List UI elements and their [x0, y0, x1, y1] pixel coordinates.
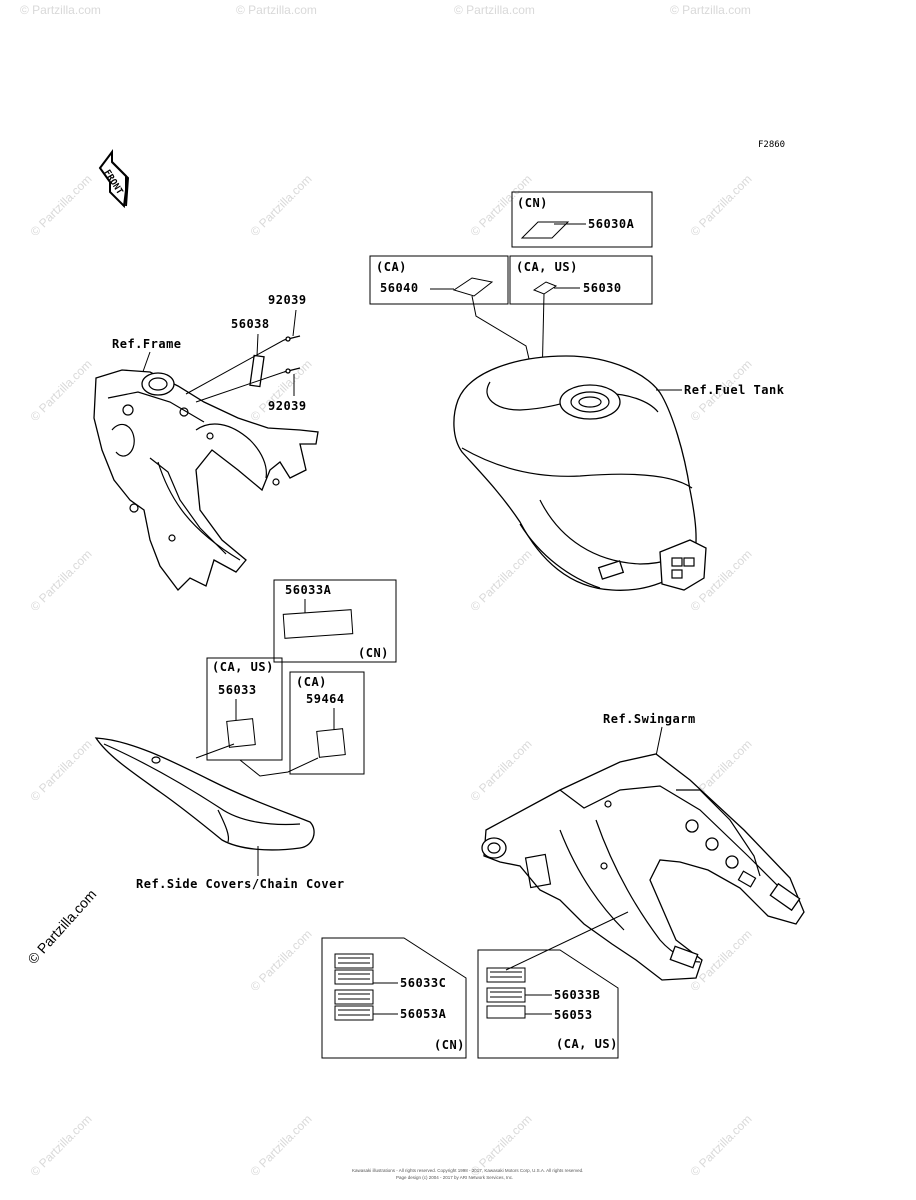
cover-decal-box-ca-us: (CA, US) 56033: [206, 657, 283, 761]
region-label: (CA): [376, 260, 407, 274]
region-label: (CA, US): [556, 1037, 618, 1051]
front-arrow-icon: FRONT: [98, 149, 130, 209]
region-label: (CN): [358, 646, 389, 660]
tank-decal-box-cn: (CN) 56030A: [511, 191, 653, 248]
bolt-icon: [283, 335, 301, 342]
cover-decal-box-cn: 56033A (CN): [273, 579, 397, 663]
ref-fuel-tank-label: Ref.Fuel Tank: [684, 383, 785, 397]
part-56030A-label[interactable]: 56030A: [588, 217, 635, 231]
part-56053-label[interactable]: 56053: [554, 1008, 593, 1022]
decal-icon: [452, 277, 494, 297]
tank-decal-box-ca-us: (CA, US) 56030: [509, 255, 653, 305]
fuel-tank-group: Ref.Fuel Tank: [453, 355, 785, 591]
region-label: (CN): [434, 1038, 465, 1052]
part-92039-bottom-label[interactable]: 92039: [268, 399, 307, 413]
frame-group: Ref.Frame 92039 56038 92039: [93, 293, 319, 591]
watermark: © Partzilla.com: [467, 547, 534, 614]
watermark: © Partzilla.com: [27, 357, 94, 424]
watermark-layer: © Partzilla.com © Partzilla.com © Partzi…: [20, 3, 755, 1179]
footer-design: Page design (c) 2004 - 2017 by ARI Netwo…: [396, 1175, 513, 1180]
watermark-dark: © Partzilla.com: [24, 886, 99, 967]
swingarm-group: Ref.Swingarm: [481, 712, 805, 981]
footer-copyright: Kawasaki illustrations - All rights rese…: [352, 1168, 583, 1173]
ref-frame-label: Ref.Frame: [112, 337, 182, 351]
part-56033-label[interactable]: 56033: [218, 683, 257, 697]
watermark: © Partzilla.com: [27, 172, 94, 239]
watermark: © Partzilla.com: [20, 3, 101, 17]
watermark: © Partzilla.com: [247, 927, 314, 994]
watermark: © Partzilla.com: [247, 172, 314, 239]
ref-side-covers-label: Ref.Side Covers/Chain Cover: [136, 877, 345, 891]
tank-decal-box-ca: (CA) 56040: [369, 255, 509, 305]
decal-icon: [226, 718, 256, 748]
frame-drawing: [93, 369, 319, 591]
side-cover-drawing: [94, 737, 315, 851]
bolt-icon: [283, 367, 301, 374]
region-label: (CA, US): [212, 660, 274, 674]
part-56033B-label[interactable]: 56033B: [554, 988, 600, 1002]
watermark: © Partzilla.com: [27, 547, 94, 614]
watermark: © Partzilla.com: [236, 3, 317, 17]
part-56040-label[interactable]: 56040: [380, 281, 419, 295]
swingarm-decal-box-ca-us: 56033B 56053 (CA, US): [477, 949, 619, 1059]
cover-decal-box-ca: (CA) 59464: [289, 671, 365, 775]
watermark: © Partzilla.com: [687, 172, 754, 239]
decal-icon: [282, 609, 354, 639]
ref-swingarm-label: Ref.Swingarm: [603, 712, 696, 726]
region-label: (CA): [296, 675, 327, 689]
part-59464-label[interactable]: 59464: [306, 692, 345, 706]
decal-icon: [316, 728, 346, 758]
region-label: (CN): [517, 196, 548, 210]
region-label: (CA, US): [516, 260, 578, 274]
watermark: © Partzilla.com: [467, 737, 534, 804]
plate-56038-icon: [249, 354, 265, 388]
part-56033A-label[interactable]: 56033A: [285, 583, 332, 597]
swingarm-drawing: [483, 753, 805, 981]
watermark: © Partzilla.com: [670, 3, 751, 17]
watermark: © Partzilla.com: [27, 737, 94, 804]
watermark: © Partzilla.com: [454, 3, 535, 17]
watermark: © Partzilla.com: [687, 1112, 754, 1179]
part-92039-top-label[interactable]: 92039: [268, 293, 307, 307]
part-56038-label[interactable]: 56038: [231, 317, 270, 331]
figure-code: F2860: [758, 140, 785, 150]
side-cover-group: Ref.Side Covers/Chain Cover: [94, 737, 345, 891]
part-56053A-label[interactable]: 56053A: [400, 1007, 447, 1021]
watermark: © Partzilla.com: [247, 1112, 314, 1179]
part-56030-label[interactable]: 56030: [583, 281, 622, 295]
decal-icon: [532, 281, 558, 295]
watermark: © Partzilla.com: [27, 1112, 94, 1179]
decal-icon: [520, 221, 570, 239]
swingarm-decal-box-cn: 56033C 56053A (CN): [321, 937, 467, 1059]
part-56033C-label[interactable]: 56033C: [400, 976, 446, 990]
